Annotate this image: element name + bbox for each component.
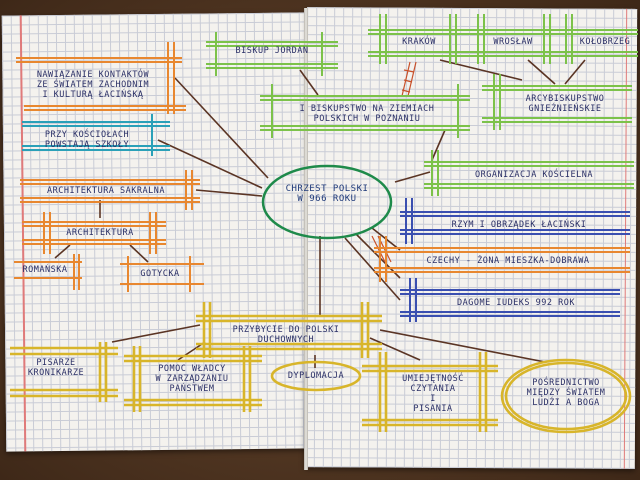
node-rzym: RZYM I OBRZĄDEK ŁACIŃSKI <box>451 220 587 230</box>
teal-frames <box>22 114 170 156</box>
node-kolobrzeg: KOŁOBRZEG <box>579 37 631 47</box>
node-czechy: CZECHY - ŻONA MIESZKA-DOBRAWA <box>426 256 590 266</box>
green-frames <box>206 14 638 196</box>
node-biskupstwo-poznan: I BISKUPSTWO NA ZIEMIACH POLSKICH W POZN… <box>299 104 435 124</box>
node-architektura-sakralna: ARCHITEKTURA SAKRALNA <box>47 186 165 196</box>
node-arcybiskupstwo: ARCYBISKUPSTWO GNIEŹNIEŃSKIE <box>525 94 605 114</box>
yellow-frames <box>10 302 632 434</box>
hatch-marks <box>371 61 417 263</box>
node-umiejetnosc: UMIEJĘTNOŚĆ CZYTANIA I PISANIA <box>402 374 464 414</box>
node-romanska: ROMAŃSKA <box>22 265 68 275</box>
node-posrednictwo: POŚREDNICTWO MIĘDZY ŚWIATEM LUDŹI A BOGA <box>526 378 606 408</box>
node-szkoly: PRZY KOŚCIOŁACH POWSTAJĄ SZKOŁY <box>44 130 130 150</box>
node-nawiazanie: NAWIĄZANIE KONTAKTÓW ZE ŚWIATEM ZACHODNI… <box>36 70 150 100</box>
node-krakow: KRAKÓW <box>402 37 436 47</box>
node-pisarze: PISARZE KRONIKARZE <box>27 358 85 378</box>
orange-frames <box>14 42 630 292</box>
center-label: CHRZEST POLSKI W 966 ROKU <box>285 184 369 204</box>
node-architektura: ARCHITEKTURA <box>66 228 134 238</box>
blue-frames <box>400 198 630 322</box>
node-pomoc: POMOC WŁADCY W ZARZĄDZANIU PAŃSTWEM <box>155 364 229 394</box>
node-dyplomacja: DYPLOMACJA <box>287 371 345 381</box>
node-organizacja: ORGANIZACJA KOŚCIELNA <box>475 170 593 180</box>
node-dagome: DAGOME IUDEKS 992 ROK <box>457 298 575 308</box>
node-wroclaw: WROSŁAW <box>493 37 533 47</box>
center-oval <box>261 164 393 240</box>
node-biskup-jordan: BISKUP JORDAN <box>235 46 309 56</box>
node-przybycie: PRZYBYCIE DO POLSKI DUCHOWNYCH <box>232 325 340 345</box>
notebook-fold <box>304 8 308 470</box>
node-gotycka: GOTYCKA <box>140 269 180 279</box>
